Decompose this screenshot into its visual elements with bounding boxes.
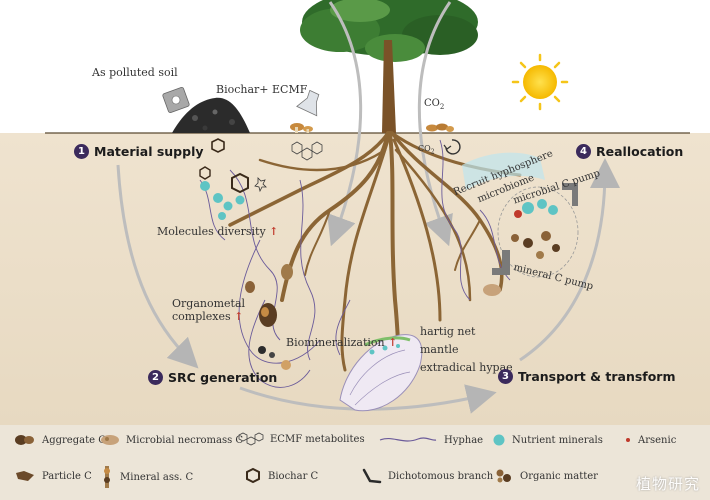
biochar-bag-icon [162, 87, 190, 113]
arsenic-icon [626, 438, 630, 442]
biomineralization-label: Biomineralization ↑ [286, 336, 398, 349]
hyphae-icon [379, 437, 437, 442]
hartig-net-section [339, 334, 423, 412]
mushroom-icon [290, 123, 313, 133]
polluted-soil-label: As polluted soil [92, 66, 178, 79]
microbial-necromass-icon [101, 435, 119, 445]
legend-organic-matter: Organic matter [494, 467, 598, 485]
molecules-diversity-label: Molecules diversity ↑ [157, 225, 279, 238]
increase-arrow-icon: ↑ [388, 336, 398, 349]
biochar-ecmf-label: Biochar+ ECMF [216, 83, 308, 96]
co2-label-top: CO2 [424, 98, 445, 111]
ecmf-flask-icon [296, 89, 320, 117]
microbiome-cluster [497, 186, 579, 278]
hartig-net-label: hartig net [420, 325, 476, 338]
legend-hyphae: Hyphae [378, 433, 483, 447]
aggregate-blobs [245, 264, 293, 370]
legend-nutrient-minerals: Nutrient minerals [492, 433, 603, 447]
legend-arsenic: Arsenic [624, 433, 676, 447]
mineral-ass-icon [104, 466, 110, 488]
legend: Aggregate C Microbial necromass C ECMF m… [0, 425, 710, 500]
biochar-c-icon [246, 467, 260, 484]
legend-mineral-ass: Mineral ass. C [100, 465, 193, 489]
mushroom-cluster-icon [426, 123, 454, 132]
complexes-label: complexes ↑ [172, 310, 244, 323]
extradical-hypae-label: extradical hypae [420, 361, 513, 374]
legend-dichotomous-branch: Dichotomous branch [360, 467, 493, 485]
particle-c-icon [16, 471, 34, 481]
legend-ecmf-metabolites: ECMF metabolites [236, 430, 365, 448]
organic-matter-icon [496, 469, 511, 483]
aggregate-c-icon [15, 435, 34, 445]
co2-label-small: CO2 [418, 144, 435, 156]
co2-cycle-icon [443, 139, 461, 155]
pump-pipe-icon [492, 183, 578, 275]
dichotomous-branch-icon [362, 468, 382, 484]
tree-crown-icon [300, 0, 478, 62]
ecmf-metabolites-cluster-icon [291, 141, 323, 161]
organic-matter-blob [483, 284, 501, 296]
tree-trunk [382, 40, 396, 133]
nutrient-minerals-icon [493, 434, 505, 446]
increase-arrow-icon: ↑ [269, 225, 279, 238]
legend-aggregate-c: Aggregate C [14, 433, 106, 447]
legend-particle-c: Particle C [14, 469, 92, 483]
ecmf-metabolites-icon [238, 432, 264, 446]
recruit-blue-strip [462, 152, 545, 190]
legend-microbial-necromass: Microbial necromass C [100, 433, 243, 447]
polluted-soil-pile [172, 97, 250, 133]
organometal-label: Organometal [172, 297, 246, 310]
mantle-label: mantle [420, 343, 459, 356]
legend-biochar-c: Biochar C [244, 467, 318, 485]
increase-arrow-icon: ↑ [234, 310, 244, 323]
sun-icon [511, 53, 569, 111]
molecule-cluster-icon [199, 138, 267, 220]
watermark-text: 植物研究 [635, 475, 700, 493]
